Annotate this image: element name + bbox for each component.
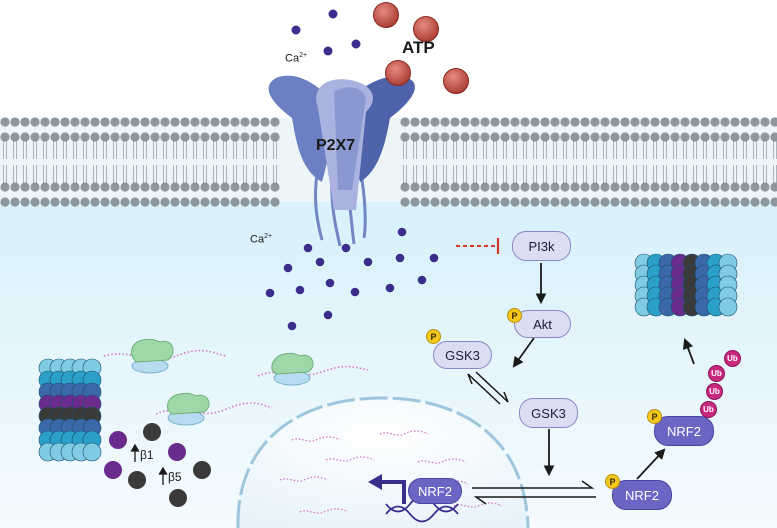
akt-phosphate: P [507, 308, 522, 323]
nrf2-ubiquitinated-phosphate: P [647, 409, 662, 424]
gsk3-node: GSK3 [519, 398, 578, 428]
equilibrium-gsk3 [467, 371, 509, 405]
p2x7-label: P2X7 [316, 137, 356, 154]
ubiquitin-2: Ub [706, 383, 723, 400]
gsk3-phosphate: P [426, 329, 441, 344]
nrf2-cytoplasmic-phosphate: P [605, 474, 620, 489]
ubiquitin-4: Ub [724, 350, 741, 367]
upregulation-arrows [130, 443, 168, 485]
atp-label: ATP [402, 38, 435, 57]
beta1-label: β1 [140, 448, 154, 462]
pi3k-node: PI3k [512, 231, 571, 261]
nrf2-nuclear-node: NRF2 [408, 478, 462, 504]
inhibition-arrow [456, 238, 500, 254]
ribosomes [103, 338, 369, 426]
signaling-arrows [512, 263, 695, 480]
proteasome-subunits [104, 423, 211, 507]
equilibrium-nrf2 [472, 480, 596, 505]
nrf2-ubiquitinated-node: NRF2 [654, 416, 714, 446]
akt-node: Akt [514, 310, 571, 338]
nrf2-cytoplasmic-node: NRF2 [612, 480, 672, 510]
proteasome-left [38, 358, 102, 462]
p2x7-receptor [268, 75, 415, 247]
extracellular-calcium-ions [291, 9, 361, 56]
intracellular-calcium-ions [265, 227, 439, 331]
ubiquitin-1: Ub [700, 401, 717, 418]
ubiquitin-3: Ub [708, 365, 725, 382]
intracellular-calcium-label: Ca2+ [250, 233, 273, 246]
atp-molecules [373, 2, 469, 94]
cell-membrane [0, 117, 777, 207]
gsk3-phosphorylated-node: GSK3 [433, 341, 492, 369]
extracellular-calcium-label: Ca2+ [285, 52, 308, 65]
transcription-arrow [368, 474, 406, 504]
proteasome-right [634, 253, 738, 317]
beta5-label: β5 [168, 470, 182, 484]
